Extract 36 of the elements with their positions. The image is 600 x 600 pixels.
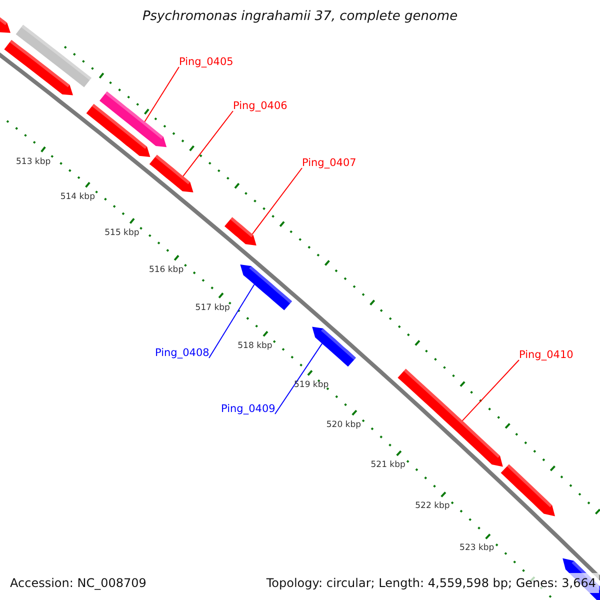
diagram-title: Psychromonas ingrahamii 37, complete genome (142, 9, 458, 24)
scale-label: 515 kbp (104, 228, 140, 238)
gene-feature (100, 91, 167, 148)
scale-label: 514 kbp (60, 192, 95, 202)
leader-line (252, 168, 302, 235)
accession-info: Accession: NC_008709 (9, 575, 148, 592)
gene-label: Ping_0406 (233, 100, 288, 113)
scale-label: 519 kbp (294, 380, 329, 390)
scale-label: 520 kbp (326, 420, 362, 430)
scale-label: 517 kbp (195, 302, 230, 313)
gene-label: Ping_0407 (302, 157, 356, 170)
scale-label: 523 kbp (460, 543, 494, 554)
leader-line (462, 360, 520, 422)
genome-info: Topology: circular; Length: 4,559,598 bp; Genes: 3,664 (263, 573, 599, 593)
gene-bar (16, 24, 92, 88)
gene-feature (0, 15, 10, 33)
scale-label: 513 kbp (16, 156, 51, 167)
leader-line (182, 110, 234, 177)
scale-label: 518 kbp (238, 340, 272, 351)
gene-feature (224, 217, 256, 246)
leader-line (274, 343, 323, 414)
gene-feature (86, 104, 150, 157)
gene-label: Ping_0409 (221, 403, 276, 416)
scale-label: 516 kbp (148, 265, 184, 276)
gene-label: Ping_0405 (179, 56, 234, 69)
gene-feature (500, 464, 555, 516)
scale-label: 521 kbp (370, 460, 406, 470)
gene-label: Ping_0408 (155, 347, 210, 360)
scale-label: 522 kbp (415, 501, 450, 512)
gene-label: Ping_0410 (519, 349, 574, 362)
leader-line (144, 66, 180, 122)
gene-feature (4, 40, 73, 96)
gene-feature (312, 326, 356, 367)
leader-line (208, 284, 255, 358)
gene-feature (149, 154, 194, 192)
gene-feature (240, 264, 292, 310)
